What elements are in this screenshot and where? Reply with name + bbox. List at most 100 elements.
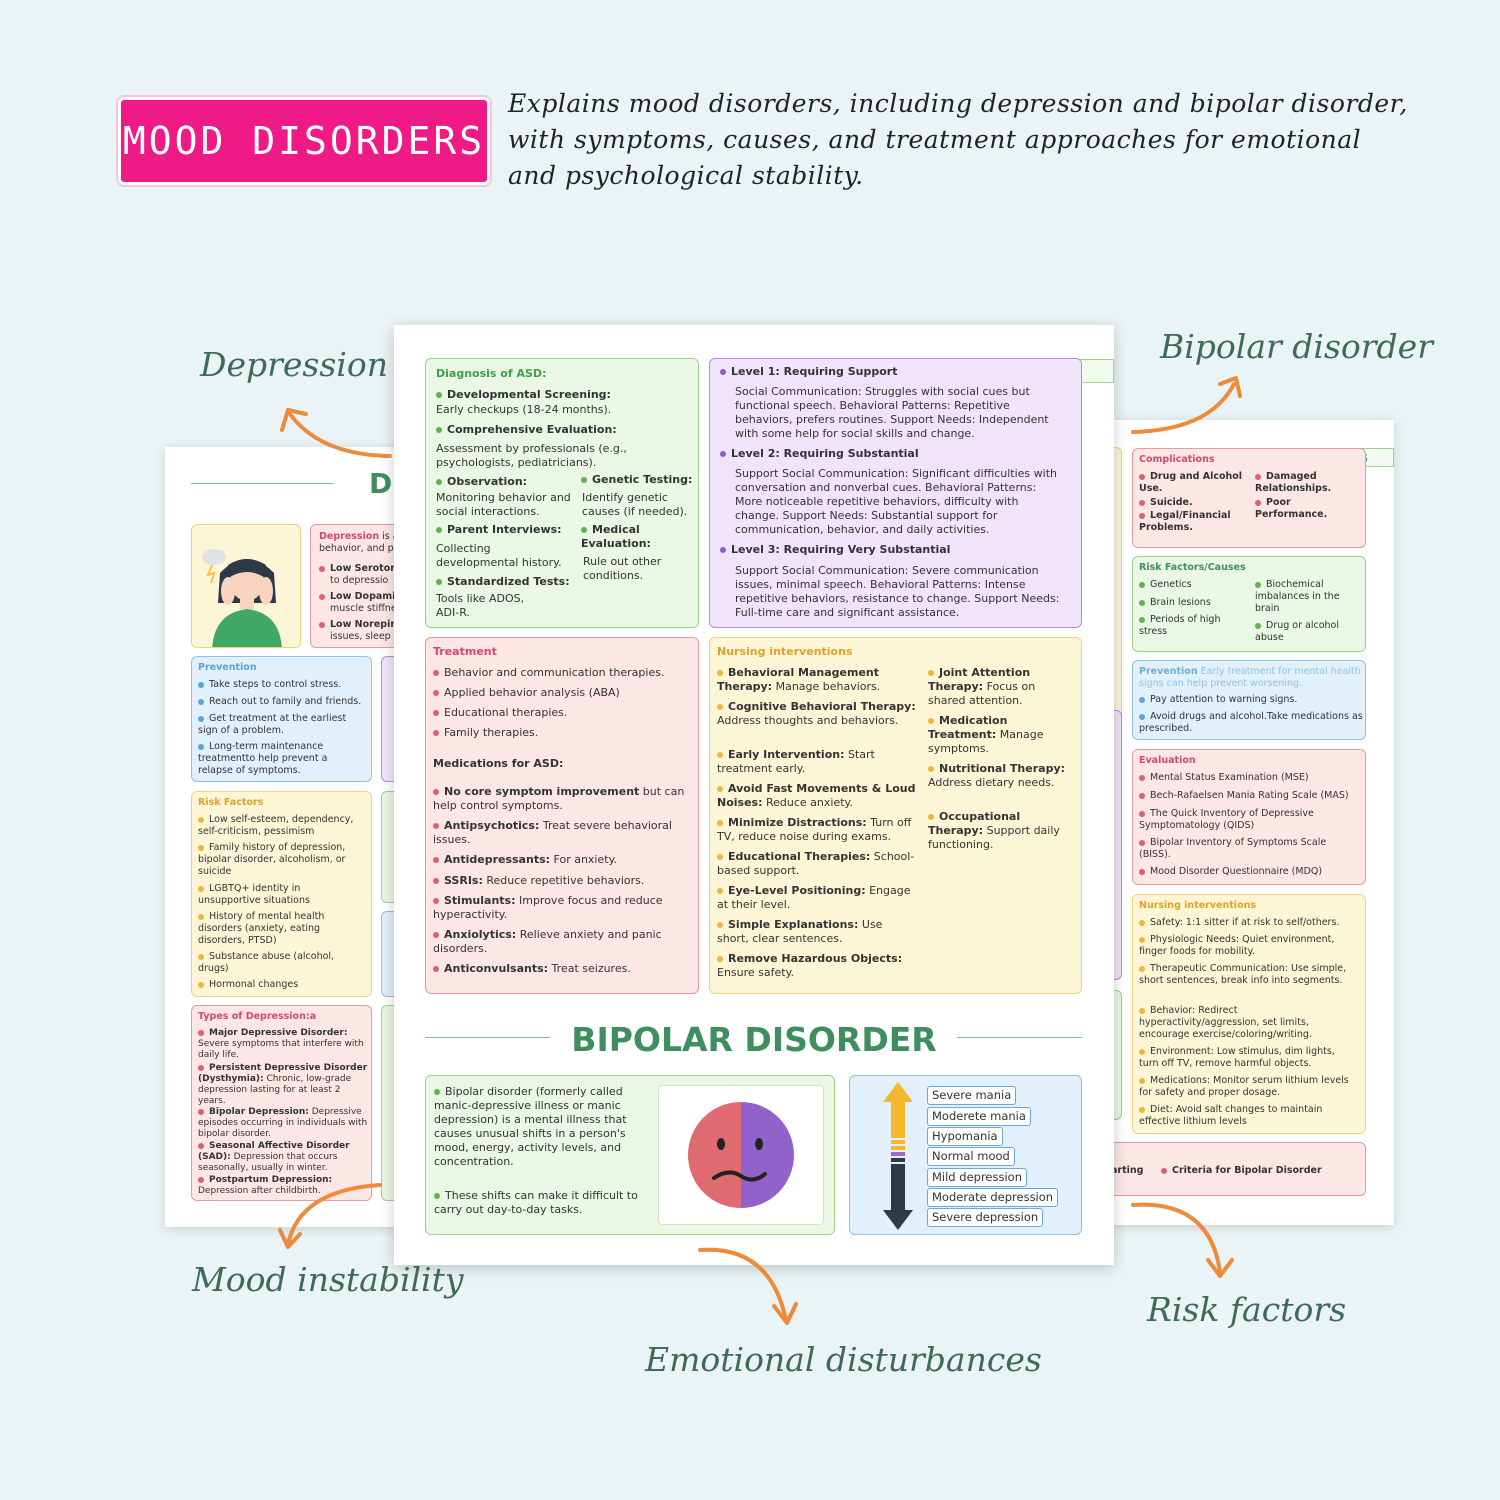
- nursing-text: School-based support.: [717, 850, 915, 877]
- medication-text: Improve focus and reduce hyperactivity.: [433, 894, 663, 921]
- nursing-text: Focus on shared attention.: [928, 680, 1036, 707]
- diagnosis-item-bold: Developmental Screening:: [447, 388, 611, 401]
- left-types-box: Types of Depression:a Major Depressive D…: [191, 1005, 372, 1201]
- bipolar-item: Bipolar disorder (formerly called manic-…: [434, 1085, 627, 1168]
- right-prevention-item: Avoid drugs and alcohol.Take medications…: [1139, 711, 1363, 734]
- nursing-text: Reduce anxiety.: [762, 796, 853, 809]
- right-nursing-item: Therapeutic Communication: Use simple, s…: [1139, 963, 1347, 986]
- right-nursing-item: Environment: Low stimulus, dim lights, t…: [1139, 1046, 1335, 1069]
- prevention-title: Prevention: [198, 662, 257, 673]
- medications-title: Medications for ASD:: [433, 757, 564, 770]
- level-text: Social Communication: Struggles with soc…: [735, 385, 1049, 440]
- complication-item: Damaged Relationships.: [1255, 471, 1332, 494]
- medication-bold: Anticonvulsants:: [444, 962, 549, 975]
- callout-bipolar: Bipolar disorder: [1160, 327, 1433, 366]
- type-item-bold: Postpartum Depression:: [209, 1175, 333, 1185]
- medication-text: Treat severe behavioral issues.: [433, 819, 672, 846]
- evaluation-item: Mental Status Examination (MSE): [1150, 772, 1309, 783]
- callout-mood-instability: Mood instability: [192, 1260, 464, 1299]
- footer-left-text: arting: [1111, 1165, 1144, 1176]
- risk-causes-title: Risk Factors/Causes: [1139, 562, 1246, 573]
- diagnosis-item-text: Tools like ADOS, ADI-R.: [436, 592, 525, 619]
- evaluation-item: The Quick Inventory of Depressive Sympto…: [1139, 808, 1314, 831]
- types-title: Types of Depression:a: [198, 1011, 317, 1022]
- half-mood-face-icon: [688, 1102, 794, 1208]
- right-nursing-item: Safety: 1:1 sitter if at risk to self/ot…: [1150, 917, 1340, 928]
- prevention-item: Get treatment at the earliest sign of a …: [198, 713, 347, 736]
- treatment-item: Educational therapies.: [444, 706, 568, 719]
- level-title: Level 3: Requiring Very Substantial: [731, 543, 951, 556]
- risk-title: Risk Factors: [198, 797, 264, 808]
- depression-image-box: [191, 524, 301, 648]
- scale-normal-mood: Normal mood: [927, 1147, 1015, 1166]
- bipolar-heading: BIPOLAR DISORDER: [571, 1020, 937, 1059]
- diagnosis-item-bold: Genetic Testing:: [592, 473, 693, 486]
- nursing-text: Start treatment early.: [717, 748, 875, 775]
- medication-bold: Anxiolytics:: [444, 928, 517, 941]
- type-item-bold: Major Depressive Disorder:: [209, 1028, 348, 1038]
- type-item-text: Depressive episodes occurring in individ…: [198, 1107, 368, 1139]
- bipolar-rule-right: [957, 1037, 1082, 1038]
- treatment-title: Treatment: [433, 645, 497, 658]
- bipolar-intro-box: Bipolar disorder (formerly called manic-…: [425, 1075, 835, 1235]
- type-item-text: Depression after childbirth.: [198, 1186, 321, 1196]
- risk-cause-item: Genetics: [1150, 579, 1192, 590]
- diagnosis-item-bold: Observation:: [447, 475, 528, 488]
- right-page: 225 Complications Drug and Alcohol Use. …: [1110, 420, 1394, 1225]
- nursing-text: Address dietary needs.: [928, 776, 1055, 789]
- right-nursing-title: Nursing interventions: [1139, 900, 1257, 911]
- evaluation-item: Bipolar Inventory of Symptoms Scale (BIS…: [1139, 837, 1327, 860]
- intro-item: Low Serotonin: [330, 563, 405, 574]
- mood-scale-box: Severe mania Moderete mania Hypomania No…: [849, 1075, 1082, 1235]
- callout-risk-factors: Risk factors: [1147, 1290, 1347, 1329]
- nursing-text: Use short, clear sentences.: [717, 918, 883, 945]
- risk-cause-item: Drug or alcohol abuse: [1255, 620, 1339, 643]
- intro-item: Low Dopamin: [330, 591, 403, 602]
- left-rule: [191, 483, 333, 484]
- nursing-text: Support daily functioning.: [928, 824, 1060, 851]
- level-text: Support Social Communication: Significan…: [735, 467, 1057, 536]
- mood-face-panel: [658, 1085, 824, 1225]
- nursing-bold: Joint Attention Therapy:: [928, 666, 1031, 693]
- risk-cause-item: Periods of high stress: [1139, 614, 1221, 637]
- nursing-bold: Eye-Level Positioning:: [728, 884, 866, 897]
- nursing-text: Turn off TV, reduce noise during exams.: [717, 816, 912, 843]
- nursing-bold: Early Intervention:: [728, 748, 845, 761]
- medication-bold: Stimulants:: [444, 894, 516, 907]
- medication-text: For anxiety.: [550, 853, 618, 866]
- right-prevention-title: Prevention: [1139, 666, 1198, 677]
- left-prevention-box: Prevention Take steps to control stress.…: [191, 656, 372, 782]
- scale-severe-depression: Severe depression: [927, 1208, 1044, 1227]
- footer-right-text: Criteria for Bipolar Disorder: [1172, 1165, 1322, 1176]
- medication-bold: No core symptom improvement: [444, 785, 640, 798]
- intro-text: Explains mood disorders, including depre…: [508, 89, 1408, 190]
- nursing-bold: Minimize Distractions:: [728, 816, 867, 829]
- type-item-bold: Seasonal Affective Disorder (SAD):: [198, 1141, 350, 1162]
- nursing-bold: Simple Explanations:: [728, 918, 859, 931]
- evaluation-title: Evaluation: [1139, 755, 1196, 766]
- complication-item: Suicide.: [1150, 497, 1193, 508]
- medication-bold: Antipsychotics:: [444, 819, 540, 832]
- left-page-title: D: [369, 467, 393, 500]
- diagnosis-item-bold: Parent Interviews:: [447, 523, 562, 536]
- nursing-title: Nursing interventions: [717, 645, 853, 658]
- right-nursing-item: Diet: Avoid salt changes to maintain eff…: [1139, 1104, 1323, 1127]
- diagnosis-title: Diagnosis of ASD:: [436, 367, 547, 380]
- nursing-text: Manage behaviors.: [772, 680, 881, 693]
- risk-item: Family history of depression, bipolar di…: [198, 842, 346, 877]
- scale-hypomania: Hypomania: [927, 1127, 1003, 1146]
- medication-text: Reduce repetitive behaviors.: [482, 874, 645, 887]
- diagnosis-item-text: Early checkups (18-24 months).: [436, 403, 612, 416]
- medication-text: Treat seizures.: [548, 962, 631, 975]
- nursing-text: Ensure safety.: [717, 966, 795, 979]
- medication-bold: Antidepressants:: [444, 853, 551, 866]
- risk-item: History of mental health disorders (anxi…: [198, 911, 325, 946]
- nursing-bold: Avoid Fast Movements & Loud Noises:: [717, 782, 916, 809]
- treatment-item: Behavior and communication therapies.: [444, 666, 665, 679]
- nursing-bold: Cognitive Behavioral Therapy:: [728, 700, 916, 713]
- evaluation-box: Evaluation Mental Status Examination (MS…: [1132, 749, 1366, 885]
- scale-moderate-depression: Moderate depression: [927, 1188, 1059, 1207]
- nursing-text: Address thoughts and behaviors.: [717, 714, 899, 727]
- risk-item: Hormonal changes: [209, 979, 299, 990]
